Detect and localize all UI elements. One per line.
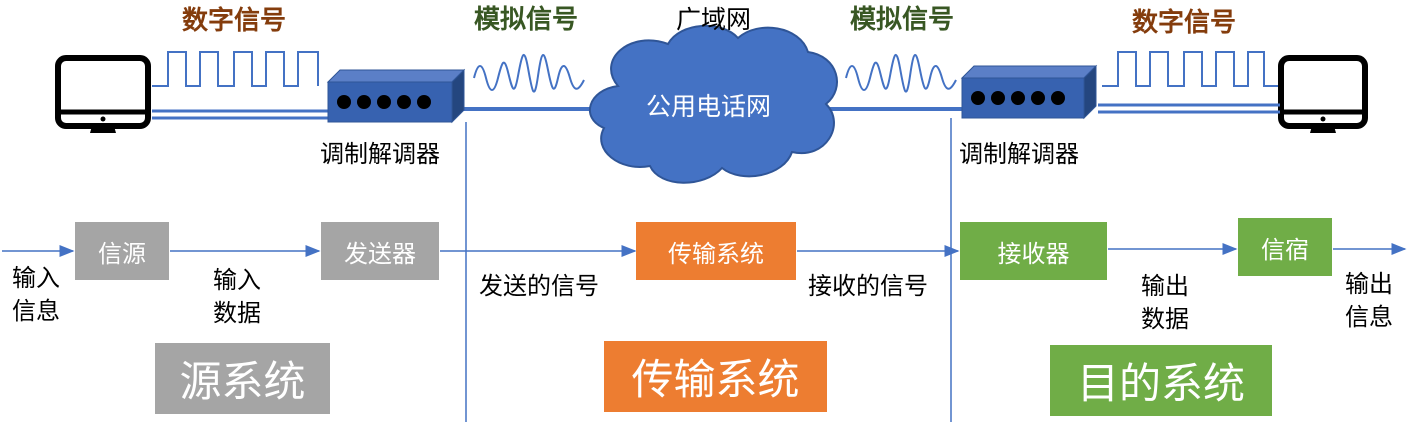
- modem-left-icon: [326, 68, 466, 124]
- output-info-label: 输出 信息: [1345, 270, 1393, 331]
- digital-signal-right-label: 数字信号: [1132, 8, 1237, 38]
- link-right-double-line: [1098, 103, 1280, 114]
- cloud-label: 公用电话网: [646, 92, 772, 121]
- analog-wave-right-icon: [845, 54, 957, 93]
- digital-signal-left-label: 数字信号: [182, 6, 287, 36]
- transmission-system-box: 传输系统: [604, 341, 827, 412]
- destination-system-box: 目的系统: [1050, 345, 1272, 416]
- analog-wave-left-icon: [473, 54, 585, 93]
- input-info-label: 输入 信息: [12, 264, 60, 325]
- modem-left-label: 调制解调器: [320, 140, 440, 168]
- wan-label: 广域网: [676, 5, 752, 34]
- transmitter-box: 发送器: [321, 222, 439, 280]
- source-system-box: 源系统: [155, 343, 330, 414]
- digital-wave-left-icon: [152, 51, 319, 87]
- computer-right-icon: [1278, 55, 1368, 133]
- output-data-label: 输出 数据: [1141, 272, 1189, 333]
- input-data-label: 输入 数据: [213, 266, 261, 327]
- analog-signal-right-label: 模拟信号: [850, 5, 955, 35]
- sent-signal-label: 发送的信号: [479, 272, 599, 300]
- digital-wave-right-icon: [1102, 51, 1278, 87]
- computer-left-icon: [55, 55, 151, 133]
- flow-arrows: [2, 243, 1407, 257]
- modem-right-icon: [960, 64, 1098, 120]
- link-left-double-line: [152, 109, 328, 120]
- transmission-box: 传输系统: [636, 222, 796, 280]
- modem-right-label: 调制解调器: [959, 140, 1079, 168]
- destination-box: 信宿: [1238, 218, 1332, 276]
- received-signal-label: 接收的信号: [808, 272, 928, 300]
- analog-signal-left-label: 模拟信号: [474, 5, 579, 35]
- source-box: 信源: [75, 222, 169, 280]
- receiver-box: 接收器: [960, 222, 1107, 280]
- public-telephone-network-cloud: [588, 25, 838, 184]
